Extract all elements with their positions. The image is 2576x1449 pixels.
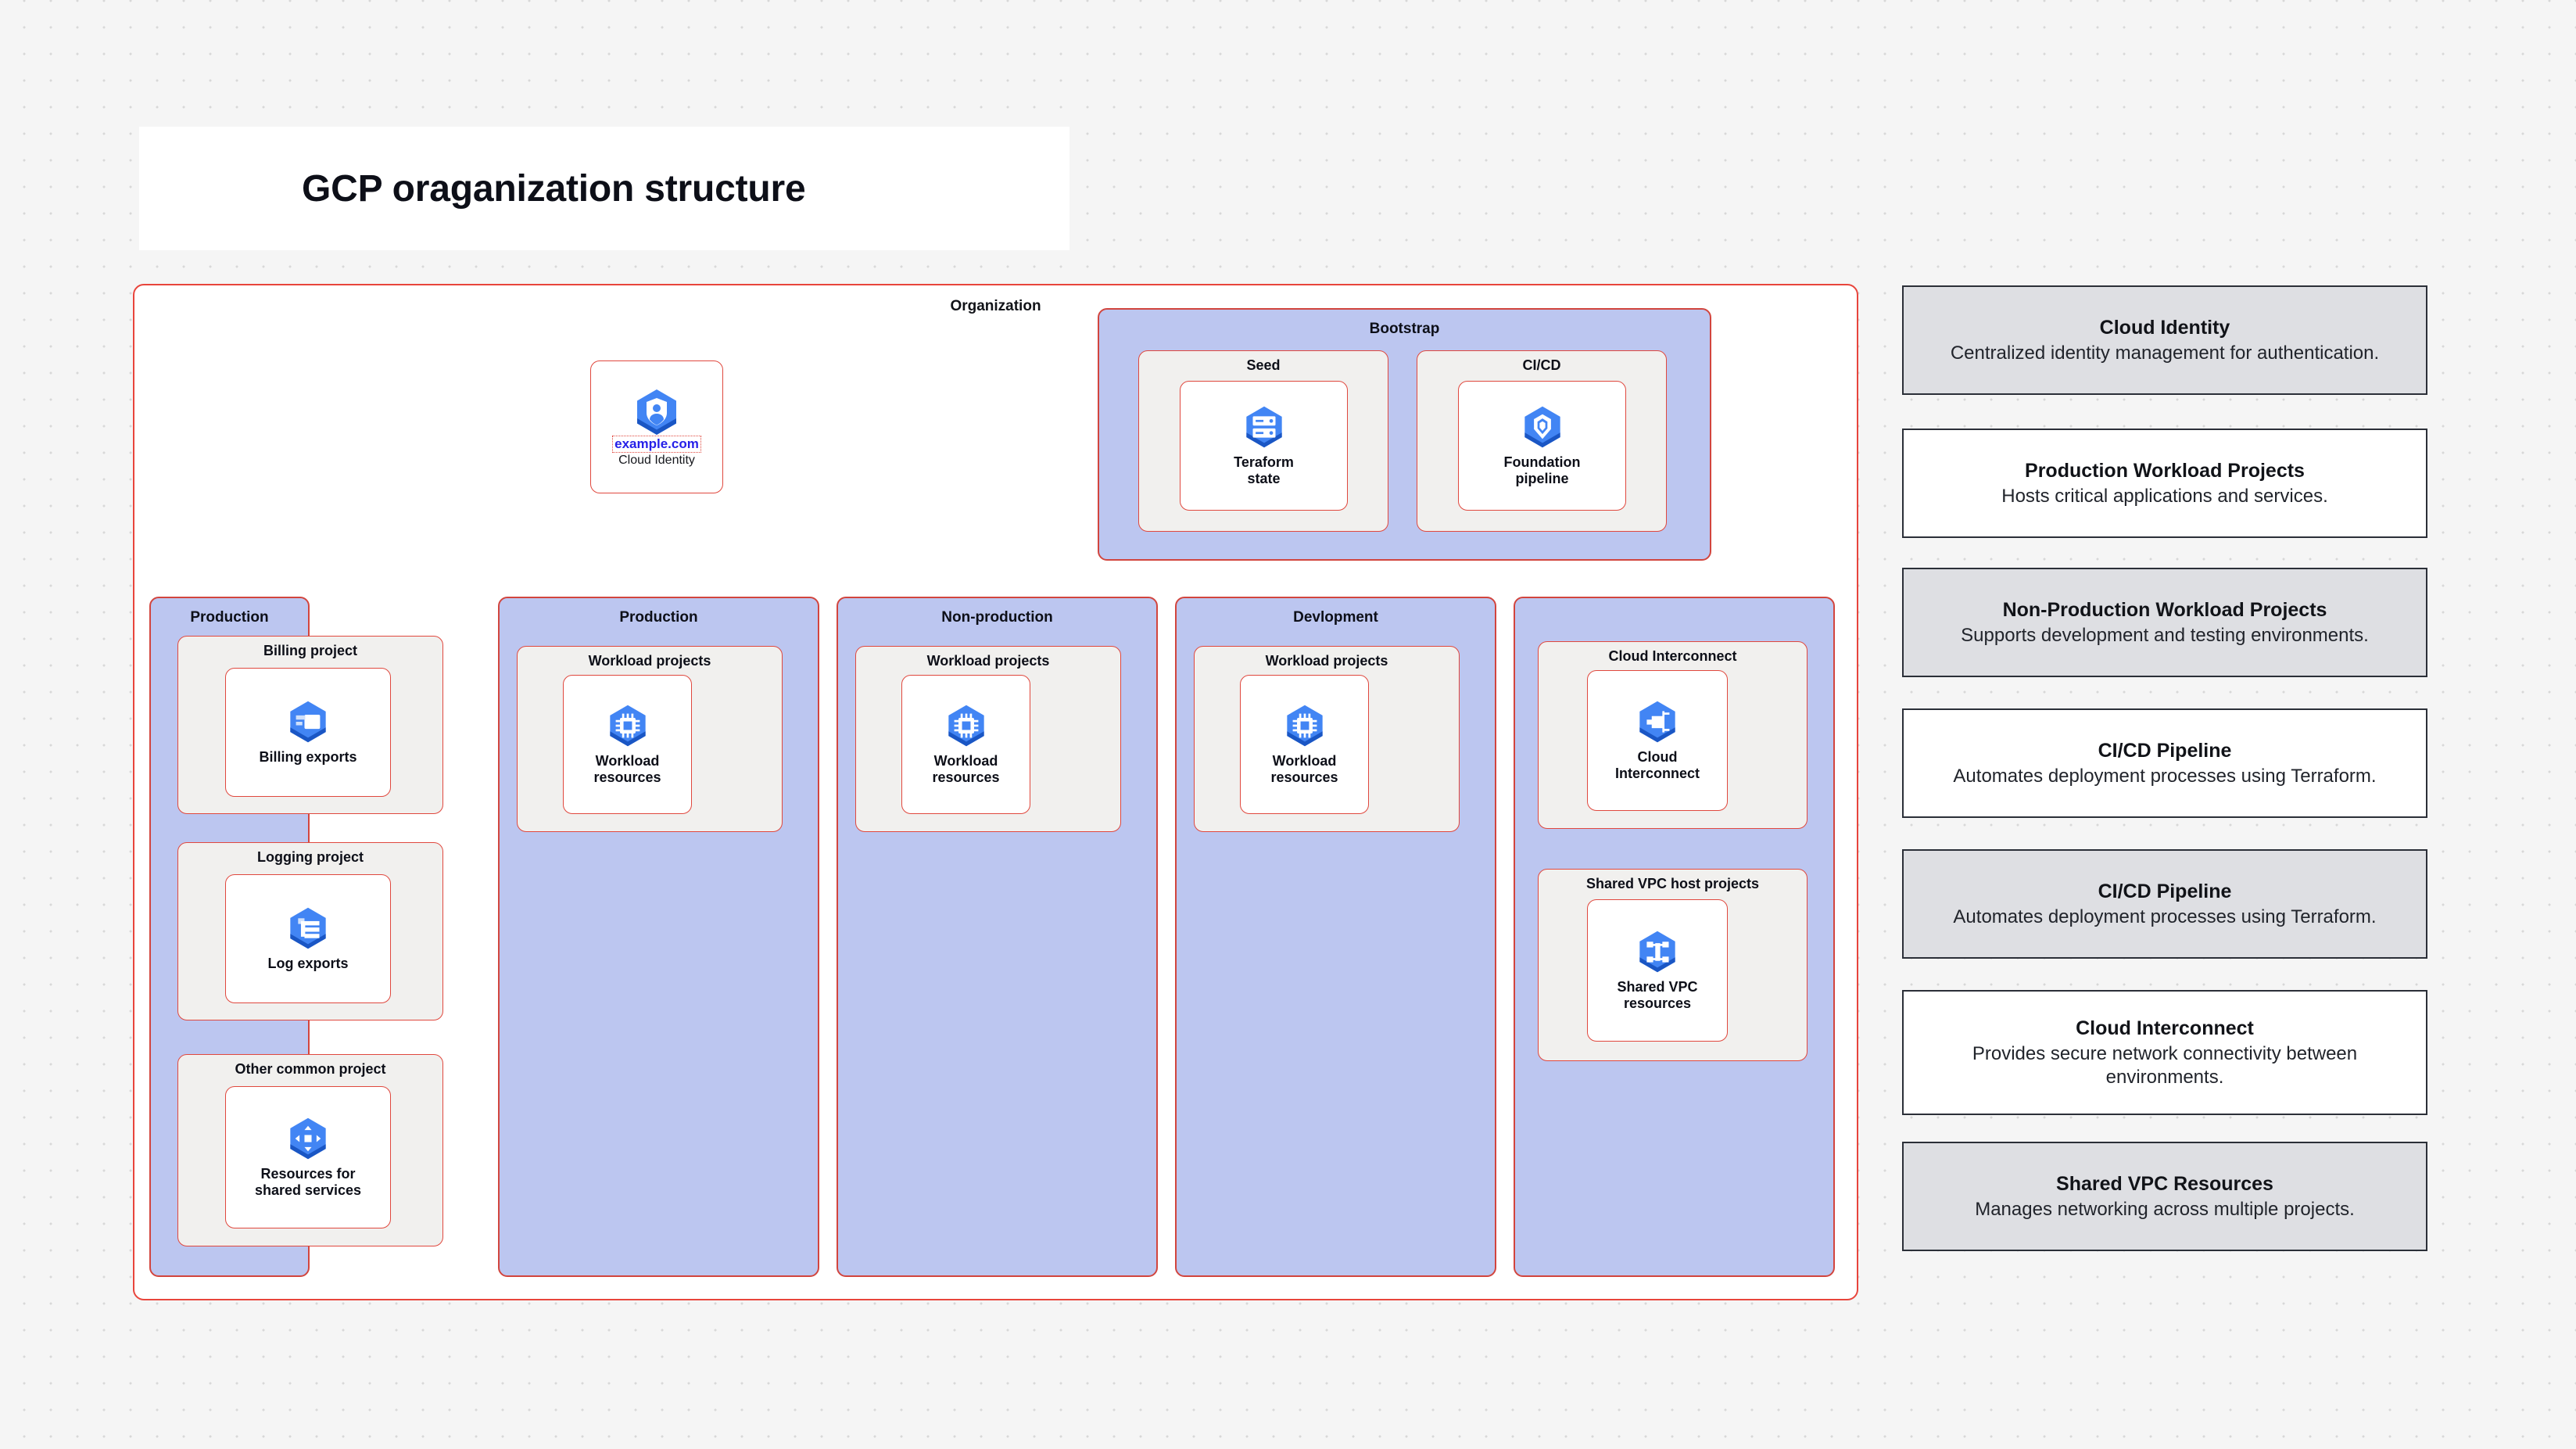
- cloud-identity-node[interactable]: example.com Cloud Identity: [590, 360, 723, 493]
- cloud-interconnect-icon: [1635, 699, 1680, 744]
- legend-desc-5: Provides secure network connectivity bet…: [1972, 1042, 2358, 1088]
- workload-resources-label-3: Workload resources: [1270, 752, 1338, 785]
- billing-project-group: Billing project Billing exports: [177, 636, 443, 814]
- foundation-pipeline-node[interactable]: Foundation pipeline: [1458, 381, 1626, 511]
- terraform-state-node[interactable]: Teraform state: [1180, 381, 1348, 511]
- legend-card-cicd-pipeline-1[interactable]: CI/CD Pipeline Automates deployment proc…: [1902, 708, 2427, 818]
- cloud-identity-subtitle: Cloud Identity: [618, 453, 695, 467]
- billing-icon: [285, 699, 331, 744]
- column-title-1: Production: [619, 609, 698, 626]
- shared-services-icon: [285, 1116, 331, 1161]
- cloud-interconnect-node[interactable]: Cloud Interconnect: [1587, 670, 1728, 811]
- terraform-state-icon: [1241, 404, 1287, 450]
- cloud-interconnect-title: Cloud Interconnect: [1608, 648, 1737, 664]
- legend-card-shared-vpc[interactable]: Shared VPC Resources Manages networking …: [1902, 1142, 2427, 1251]
- workload-projects-title-3: Workload projects: [1265, 653, 1388, 669]
- bootstrap-group: Bootstrap Seed Teraform state: [1098, 308, 1711, 561]
- legend-desc-6: Manages networking across multiple proje…: [1975, 1198, 2355, 1220]
- legend-title-3: CI/CD Pipeline: [2098, 739, 2232, 762]
- column-title-0: Production: [190, 609, 269, 626]
- cloud-interconnect-label: Cloud Interconnect: [1614, 748, 1700, 781]
- workload-resources-icon: [605, 703, 650, 748]
- shared-vpc-host-projects-group: Shared VPC host projects Shared VPC reso…: [1538, 869, 1807, 1061]
- billing-exports-node[interactable]: Billing exports: [225, 668, 391, 797]
- shared-vpc-icon: [1635, 929, 1680, 974]
- legend-desc-0: Centralized identity management for auth…: [1950, 342, 2380, 364]
- foundation-pipeline-label: Foundation pipeline: [1503, 454, 1581, 486]
- workload-projects-title-1: Workload projects: [588, 653, 711, 669]
- legend-card-cicd-pipeline-2[interactable]: CI/CD Pipeline Automates deployment proc…: [1902, 849, 2427, 959]
- cloud-identity-icon: [632, 387, 682, 437]
- workload-resources-node-3[interactable]: Workload resources: [1240, 675, 1369, 814]
- log-exports-label: Log exports: [267, 955, 349, 971]
- logging-project-title: Logging project: [257, 849, 364, 865]
- legend-desc-4: Automates deployment processes using Ter…: [1953, 906, 2377, 927]
- workload-projects-group-1: Workload projects Workload resources: [517, 646, 783, 832]
- legend-desc-1: Hosts critical applications and services…: [2001, 485, 2328, 507]
- legend-title-1: Production Workload Projects: [2025, 459, 2305, 482]
- billing-exports-label: Billing exports: [259, 748, 357, 765]
- legend-desc-3: Automates deployment processes using Ter…: [1953, 765, 2377, 787]
- column-title-2: Non-production: [941, 609, 1053, 626]
- logging-project-group: Logging project Log exports: [177, 842, 443, 1020]
- organization-label: Organization: [950, 298, 1041, 314]
- legend-title-0: Cloud Identity: [2099, 316, 2230, 339]
- cicd-group-title: CI/CD: [1522, 357, 1561, 373]
- legend-title-6: Shared VPC Resources: [2056, 1172, 2273, 1195]
- legend-card-cloud-interconnect[interactable]: Cloud Interconnect Provides secure netwo…: [1902, 990, 2427, 1115]
- legend-card-production-workload[interactable]: Production Workload Projects Hosts criti…: [1902, 429, 2427, 538]
- shared-vpc-resources-node[interactable]: Shared VPC resources: [1587, 899, 1728, 1042]
- legend-card-non-production-workload[interactable]: Non-Production Workload Projects Support…: [1902, 568, 2427, 677]
- seed-group: Seed Teraform state: [1138, 350, 1388, 532]
- other-common-project-title: Other common project: [235, 1061, 386, 1077]
- legend-title-4: CI/CD Pipeline: [2098, 880, 2232, 902]
- cicd-group: CI/CD Foundation pipeline: [1417, 350, 1667, 532]
- legend-card-cloud-identity[interactable]: Cloud Identity Centralized identity mana…: [1902, 285, 2427, 395]
- shared-services-label: Resources for shared services: [254, 1165, 362, 1198]
- workload-resources-node-1[interactable]: Workload resources: [563, 675, 692, 814]
- cloud-interconnect-group: Cloud Interconnect Cloud Interconnect: [1538, 641, 1807, 829]
- title-card: GCP oraganization structure: [139, 127, 1069, 250]
- legend-title-2: Non-Production Workload Projects: [2002, 598, 2327, 621]
- workload-resources-icon: [1282, 703, 1327, 748]
- workload-resources-label-2: Workload resources: [932, 752, 1000, 785]
- seed-group-title: Seed: [1246, 357, 1281, 373]
- shared-vpc-resources-label: Shared VPC resources: [1617, 978, 1698, 1011]
- workload-projects-group-3: Workload projects Workload resources: [1194, 646, 1460, 832]
- workload-projects-group-2: Workload projects Workload resources: [855, 646, 1121, 832]
- workload-projects-title-2: Workload projects: [926, 653, 1050, 669]
- other-common-project-group: Other common project Resources for share…: [177, 1054, 443, 1246]
- legend-desc-2: Supports development and testing environ…: [1961, 624, 2369, 646]
- cloud-identity-domain-link[interactable]: example.com: [612, 435, 701, 453]
- workload-resources-label-1: Workload resources: [593, 752, 661, 785]
- terraform-state-label: Teraform state: [1234, 454, 1294, 486]
- column-title-3: Devlopment: [1293, 609, 1378, 626]
- page-title: GCP oraganization structure: [302, 167, 806, 210]
- shared-vpc-host-projects-title: Shared VPC host projects: [1585, 876, 1760, 891]
- logging-icon: [285, 906, 331, 951]
- shared-services-node[interactable]: Resources for shared services: [225, 1086, 391, 1228]
- legend-title-5: Cloud Interconnect: [2076, 1017, 2254, 1039]
- bootstrap-label: Bootstrap: [1369, 321, 1440, 337]
- foundation-pipeline-icon: [1520, 404, 1565, 450]
- billing-project-title: Billing project: [263, 643, 357, 658]
- workload-resources-node-2[interactable]: Workload resources: [901, 675, 1030, 814]
- workload-resources-icon: [944, 703, 989, 748]
- log-exports-node[interactable]: Log exports: [225, 874, 391, 1003]
